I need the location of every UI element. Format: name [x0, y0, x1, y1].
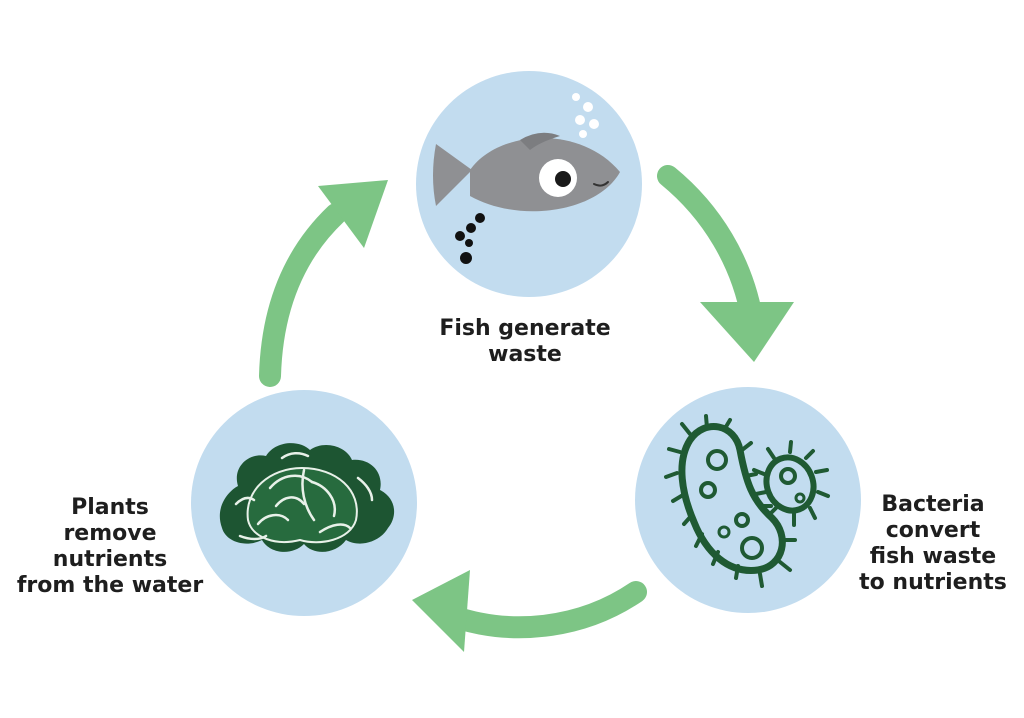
- plants-caption-line-3: nutrients: [52, 547, 168, 572]
- bacteria-caption-line-4: to nutrients: [859, 570, 1007, 595]
- fish-caption: Fish generate waste: [380, 316, 670, 368]
- arrow-bacteria-to-plants: [412, 570, 647, 652]
- bacteria-caption: Bacteria convert fish waste to nutrients: [848, 492, 1018, 596]
- fish-caption-line-1: Fish generate: [439, 316, 611, 341]
- plants-caption: Plants remove nutrients from the water: [10, 495, 210, 599]
- plants-caption-line-2: remove: [63, 521, 157, 546]
- plants-caption-line-1: Plants: [71, 495, 149, 520]
- arrow-plants-to-fish: [259, 180, 388, 387]
- arrow-fish-to-bacteria: [657, 165, 794, 362]
- bacteria-icon: [664, 414, 830, 588]
- bacteria-caption-line-1: Bacteria: [881, 492, 985, 517]
- bacteria-caption-line-2: convert: [885, 518, 981, 543]
- fish-icon: [433, 132, 620, 264]
- bubbles-icon: [572, 93, 599, 138]
- bacteria-caption-line-3: fish waste: [869, 544, 997, 569]
- plants-caption-line-4: from the water: [16, 573, 204, 598]
- fish-caption-line-2: waste: [488, 342, 562, 367]
- lettuce-icon: [219, 443, 395, 552]
- bacteria-circle: [635, 387, 861, 613]
